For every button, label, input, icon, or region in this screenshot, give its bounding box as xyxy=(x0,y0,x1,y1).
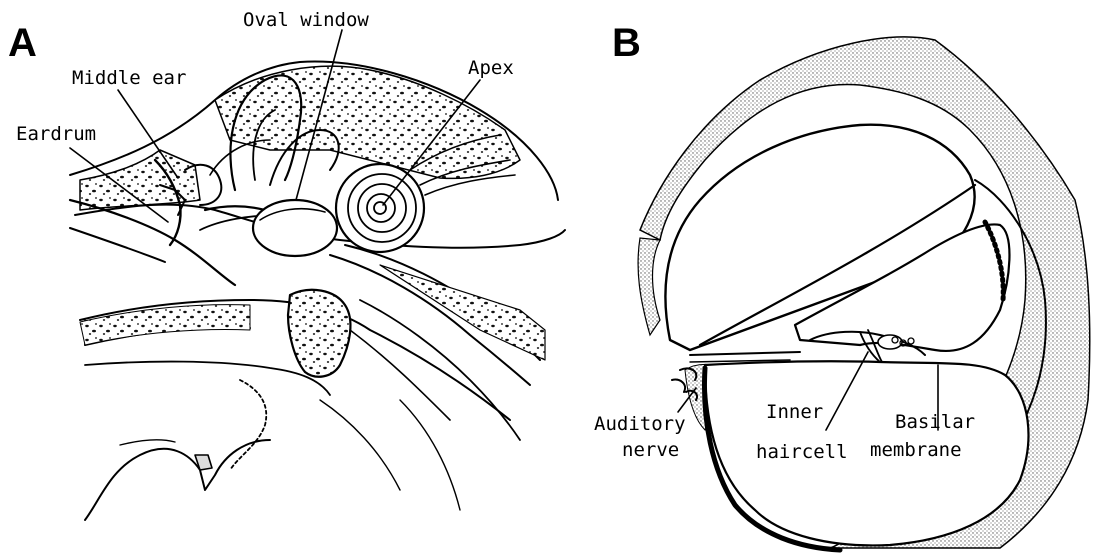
label-inner-haircell-line2: haircell xyxy=(756,441,848,463)
panel-a-letter: A xyxy=(8,21,37,65)
capsule-edge xyxy=(638,238,660,335)
ear-anatomy-drawing xyxy=(70,62,565,520)
label-auditory-nerve-line2: nerve xyxy=(622,439,679,461)
label-oval-window: Oval window xyxy=(243,9,369,31)
label-basilar-membrane-line2: membrane xyxy=(870,439,962,461)
panel-b-letter: B xyxy=(612,21,641,65)
label-middle-ear: Middle ear xyxy=(72,67,186,89)
label-basilar-membrane-line1: Basilar xyxy=(895,411,975,433)
label-apex: Apex xyxy=(468,57,514,79)
panel-b: B xyxy=(594,21,1090,550)
label-eardrum: Eardrum xyxy=(16,123,96,145)
label-auditory-nerve-line1: Auditory xyxy=(594,413,686,435)
cochlear-duct-drawing xyxy=(665,125,1045,550)
panel-a: A xyxy=(8,9,565,520)
label-inner-haircell-line1: Inner xyxy=(766,401,823,423)
